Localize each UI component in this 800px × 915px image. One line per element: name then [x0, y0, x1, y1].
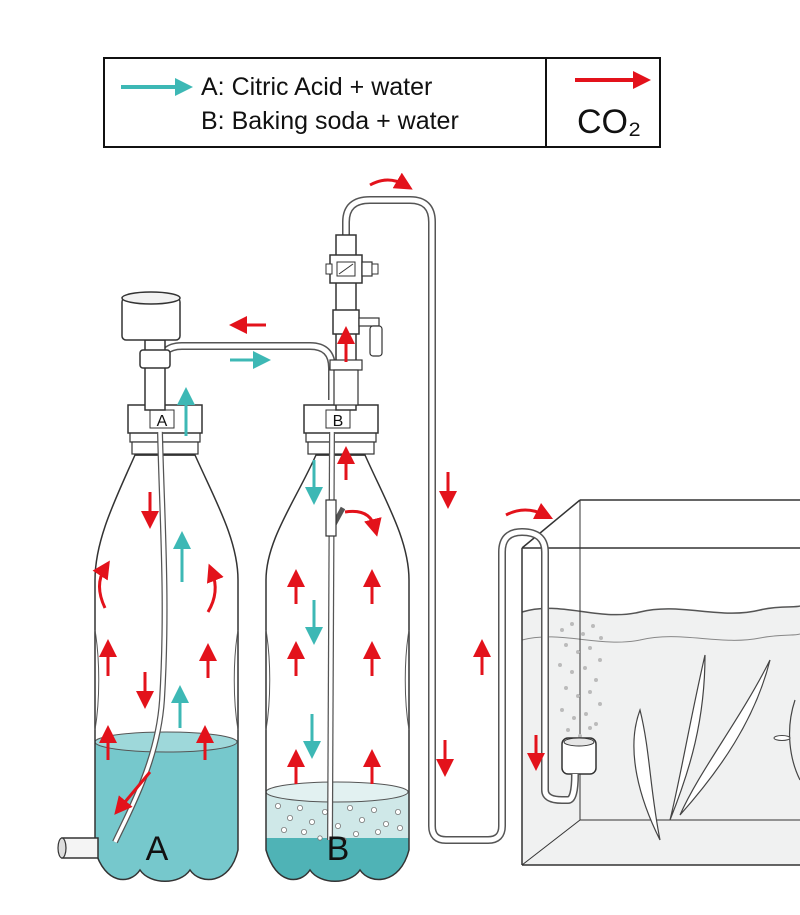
connecting-tube-inner — [157, 343, 335, 400]
bottle-b-inner-tube-core — [328, 431, 334, 841]
bottle-b-label: B — [327, 830, 350, 868]
needle-valve-assembly — [325, 234, 383, 411]
solution-b-surface — [266, 781, 409, 803]
co2-arrow — [505, 502, 554, 520]
bottle-a: A A — [57, 404, 239, 882]
aquarium — [521, 499, 800, 866]
co2-arrow — [344, 509, 382, 537]
water-surface-back — [521, 633, 800, 643]
bottle-a-body — [94, 454, 239, 882]
diffuser-bubbles — [558, 622, 603, 738]
legend-divider — [545, 59, 547, 146]
liquid-flow-arrows — [171, 351, 323, 759]
teal-arrow-icon — [121, 78, 193, 96]
solution-a — [95, 740, 238, 882]
plant-leaf — [788, 699, 800, 781]
co2-flow-arrows — [92, 172, 554, 815]
pressure-gauge — [121, 291, 181, 411]
bottle-a-cap-label: A — [157, 413, 168, 430]
co2-tube-inner — [343, 197, 578, 843]
co2-arrow — [369, 172, 413, 190]
plant-leaf — [633, 707, 661, 841]
bottle-b-tube-fitting — [325, 499, 337, 537]
bottle-b-contour — [404, 629, 410, 731]
connecting-tube — [156, 342, 336, 400]
ball-valve — [332, 309, 360, 335]
diffuser-top — [563, 737, 595, 747]
co2-arrow — [92, 560, 110, 609]
bottle-b: B B — [265, 404, 410, 882]
bottle-b-contour — [265, 629, 271, 731]
aquarium-top-left-edge — [521, 499, 581, 549]
legend-box: A: Citric Acid + water B: Baking soda + … — [103, 57, 661, 148]
solution-b-bottom — [266, 838, 409, 882]
legend-baking-soda-label: B: Baking soda + water — [201, 107, 459, 135]
red-arrow-icon — [575, 71, 651, 89]
legend-citric-acid-label: A: Citric Acid + water — [201, 73, 433, 101]
solution-a-surface — [95, 731, 238, 753]
ball-valve-handle — [369, 325, 383, 357]
bottle-b-body — [265, 454, 410, 882]
gauge-face — [121, 291, 181, 305]
fish — [773, 735, 791, 741]
bottle-b-cap-label: B — [333, 413, 344, 430]
bottle-a-inner-tube-core — [113, 431, 167, 843]
aquarium-bottom-left-edge — [521, 819, 581, 866]
co2-arrow — [114, 771, 152, 815]
needle-valve-knob — [361, 261, 373, 277]
water-surface — [521, 605, 800, 616]
bottle-a-label: A — [146, 830, 169, 868]
co2-arrow — [206, 563, 224, 613]
legend-co2-label: CO₂ — [577, 103, 642, 141]
bottle-a-outlet-valve — [61, 837, 99, 859]
plant-leaf — [669, 654, 706, 821]
plant-leaf — [679, 659, 771, 816]
aquarium-water — [522, 606, 800, 865]
bottle-a-contour — [94, 629, 100, 731]
solution-b-bubbles — [274, 803, 403, 843]
bottle-a-contour — [233, 629, 239, 731]
